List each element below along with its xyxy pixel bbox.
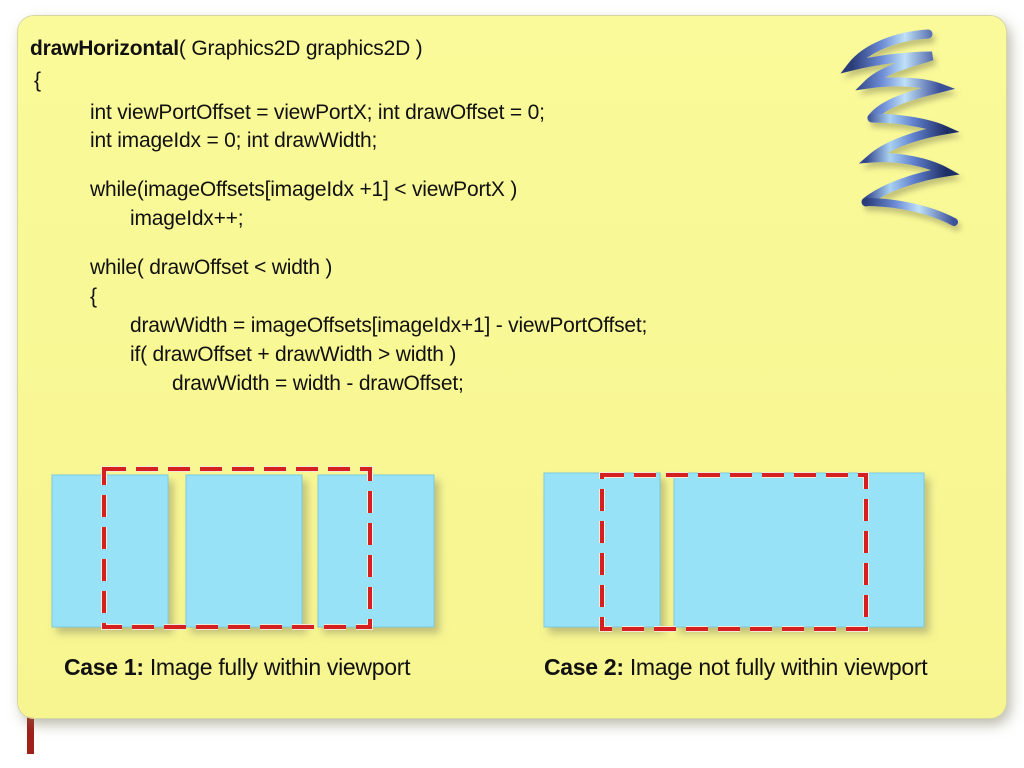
image-tile [51, 474, 169, 628]
code-line: drawWidth = width - drawOffset; [172, 372, 464, 395]
code-line: drawWidth = imageOffsets[imageIdx+1] - v… [130, 314, 648, 337]
image-tile [673, 472, 925, 628]
case-2-description: Image not fully within viewport [629, 654, 928, 680]
code-line: while(imageOffsets[imageIdx +1] < viewPo… [90, 178, 518, 201]
code-signature: drawHorizontal( Graphics2D graphics2D ) [30, 36, 423, 62]
code-line: { [90, 285, 97, 308]
case-1-caption: Case 1: Image fully within viewport [64, 654, 410, 681]
viewport-outline [600, 473, 868, 631]
viewport-outline [102, 467, 372, 629]
ribbon-spiral-icon [840, 29, 960, 226]
case-2-diagram [540, 455, 950, 655]
case-1-diagram [48, 455, 458, 655]
case-2-caption: Case 2: Image not fully within viewport [544, 654, 928, 681]
function-name: drawHorizontal [30, 37, 179, 60]
code-line: int viewPortOffset = viewPortX; int draw… [90, 101, 545, 124]
code-line: { [34, 69, 41, 92]
ribbon-shape [840, 29, 960, 226]
code-line: int imageIdx = 0; int drawWidth; [90, 129, 378, 152]
image-tile [185, 474, 303, 628]
case-2-label: Case 2: [544, 654, 624, 680]
case-1-label: Case 1: [64, 654, 144, 680]
code-line: while( drawOffset < width ) [90, 256, 333, 279]
image-tile [317, 474, 435, 628]
accent-bar [27, 712, 34, 754]
case-1-description: Image fully within viewport [149, 654, 411, 680]
function-params: ( Graphics2D graphics2D ) [178, 37, 423, 60]
code-line: imageIdx++; [130, 207, 244, 230]
code-line: if( drawOffset + drawWidth > width ) [130, 343, 457, 366]
